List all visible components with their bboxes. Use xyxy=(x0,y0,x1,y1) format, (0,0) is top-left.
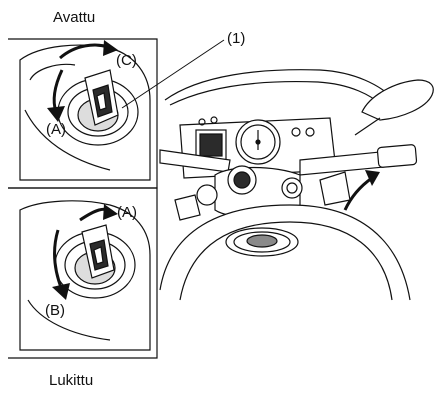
callout-a-bottom: (A) xyxy=(117,204,137,221)
locked-key-inset xyxy=(19,200,151,351)
arrow-head-a-top xyxy=(47,106,65,122)
motorcycle-cockpit xyxy=(159,69,434,301)
callout-b: (B) xyxy=(45,302,65,319)
arrow-head-a-bottom xyxy=(103,204,118,220)
bottom-caption: Lukittu xyxy=(49,372,94,389)
arrow-head-b xyxy=(52,283,70,300)
unlocked-key-inset xyxy=(19,39,225,181)
arrow-head-c xyxy=(103,40,118,56)
arrow-head-right xyxy=(365,170,380,186)
callout-a-top: (A) xyxy=(46,121,66,138)
callout-c: (C) xyxy=(116,52,137,69)
top-caption: Avattu xyxy=(53,9,96,26)
mirror xyxy=(361,79,434,121)
panel-frame xyxy=(8,38,158,359)
grip-right xyxy=(376,144,418,168)
callout-1: (1) xyxy=(227,30,246,47)
